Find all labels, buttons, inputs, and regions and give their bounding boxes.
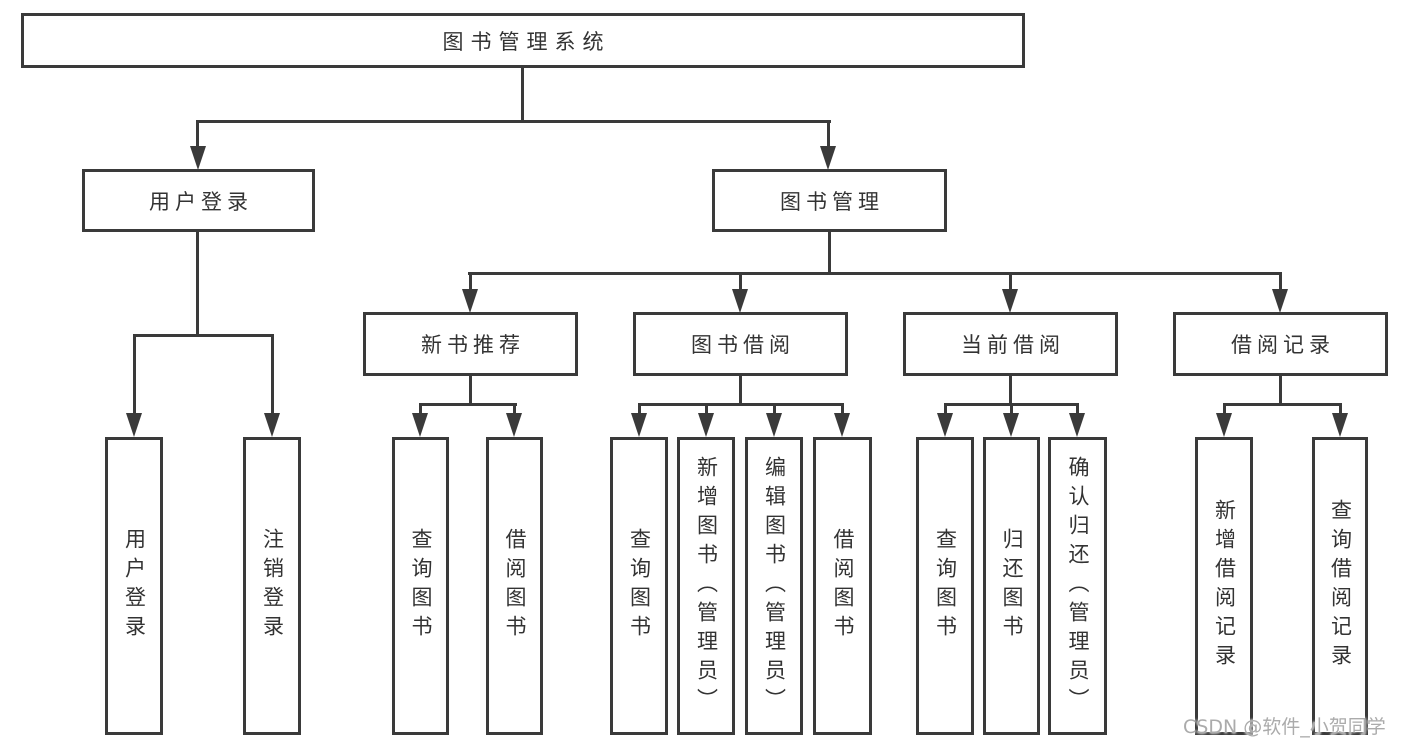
csdn-watermark: CSDN @软件_小贺同学 xyxy=(1183,716,1386,738)
connector-book-borrow-stem xyxy=(739,272,742,291)
arrow-down-icon xyxy=(1002,289,1018,313)
node-book-borrow-label: 图书借阅 xyxy=(691,333,795,357)
connector-leaf-stem xyxy=(1010,403,1013,417)
connector-book-mgmt-stem xyxy=(827,120,830,148)
node-book-management-label: 图书管理 xyxy=(780,189,884,214)
node-leaf-edit-books-admin-label: 编辑图书（管理员） xyxy=(762,455,787,717)
node-current-borrow-label: 当前借阅 xyxy=(961,333,1065,357)
node-leaf-query-books-borrow: 查询图书 xyxy=(610,437,668,735)
arrow-down-icon xyxy=(126,413,142,437)
connector-logout-leaf-stem xyxy=(271,334,274,414)
connector-book-borrow-hline xyxy=(638,403,844,406)
connector-login-leaf-stem xyxy=(133,334,136,414)
node-leaf-edit-books-admin: 编辑图书（管理员） xyxy=(745,437,803,735)
node-leaf-borrow-books-label: 借阅图书 xyxy=(831,528,855,644)
connector-leaf-stem xyxy=(419,403,422,417)
node-leaf-borrow-books: 借阅图书 xyxy=(813,437,872,735)
connector-new-book-stem xyxy=(469,272,472,291)
node-leaf-user-login: 用户登录 xyxy=(105,437,163,735)
node-book-borrow: 图书借阅 xyxy=(633,312,848,376)
connector-book-mgmt-down xyxy=(828,232,831,275)
node-leaf-query-borrow-record-label: 查询借阅记录 xyxy=(1328,499,1353,673)
arrow-down-icon xyxy=(766,413,782,437)
arrow-down-icon xyxy=(698,413,714,437)
connector-current-borrow-down xyxy=(1009,376,1012,406)
connector-user-login-down xyxy=(196,232,199,337)
node-leaf-query-books-current: 查询图书 xyxy=(916,437,974,735)
connector-leaf-stem xyxy=(1223,403,1226,417)
connector-leaf-stem xyxy=(773,403,776,417)
node-leaf-confirm-return-admin-label: 确认归还（管理员） xyxy=(1066,455,1090,717)
arrow-down-icon xyxy=(506,413,522,437)
node-leaf-confirm-return-admin: 确认归还（管理员） xyxy=(1048,437,1107,735)
connector-root-stem xyxy=(521,68,524,123)
arrow-down-icon xyxy=(631,413,647,437)
node-leaf-query-books-borrow-label: 查询图书 xyxy=(627,528,652,644)
connector-borrow-record-hline xyxy=(1223,403,1342,406)
arrow-down-icon xyxy=(1069,413,1085,437)
node-user-login-label: 用户登录 xyxy=(149,189,253,214)
node-leaf-return-books: 归还图书 xyxy=(983,437,1040,735)
arrow-down-icon xyxy=(732,289,748,313)
arrow-down-icon xyxy=(1216,413,1232,437)
arrow-down-icon xyxy=(462,289,478,313)
node-leaf-logout: 注销登录 xyxy=(243,437,301,735)
node-leaf-query-borrow-record: 查询借阅记录 xyxy=(1312,437,1368,735)
connector-borrow-record-down xyxy=(1279,376,1282,406)
node-root: 图书管理系统 xyxy=(21,13,1025,68)
connector-user-login-stem xyxy=(196,120,199,148)
node-leaf-query-books-current-label: 查询图书 xyxy=(933,528,958,644)
connector-leaf-stem xyxy=(1339,403,1342,417)
connector-level2-hline xyxy=(468,272,1282,275)
connector-leaf-stem xyxy=(1076,403,1079,417)
node-leaf-query-books-recommend: 查询图书 xyxy=(392,437,449,735)
connector-level1-hline xyxy=(196,120,831,123)
arrow-down-icon xyxy=(190,146,206,170)
node-leaf-return-books-label: 归还图书 xyxy=(1000,528,1024,644)
node-new-book-recommend-label: 新书推荐 xyxy=(421,333,525,357)
node-leaf-user-login-label: 用户登录 xyxy=(122,528,147,644)
connector-user-login-hline xyxy=(133,334,274,337)
node-leaf-borrow-books-recommend-label: 借阅图书 xyxy=(503,528,527,644)
connector-leaf-stem xyxy=(513,403,516,417)
node-leaf-borrow-books-recommend: 借阅图书 xyxy=(486,437,543,735)
node-current-borrow: 当前借阅 xyxy=(903,312,1118,376)
connector-borrow-record-stem xyxy=(1279,272,1282,291)
connector-new-book-down xyxy=(469,376,472,406)
node-book-management: 图书管理 xyxy=(712,169,947,232)
connector-leaf-stem xyxy=(705,403,708,417)
arrow-down-icon xyxy=(1272,289,1288,313)
node-user-login: 用户登录 xyxy=(82,169,315,232)
node-leaf-query-books-recommend-label: 查询图书 xyxy=(409,528,433,644)
arrow-down-icon xyxy=(1332,413,1348,437)
node-new-book-recommend: 新书推荐 xyxy=(363,312,578,376)
node-leaf-add-books-admin: 新增图书（管理员） xyxy=(677,437,735,735)
arrow-down-icon xyxy=(820,146,836,170)
node-leaf-add-borrow-record-label: 新增借阅记录 xyxy=(1212,499,1237,673)
node-leaf-add-books-admin-label: 新增图书（管理员） xyxy=(694,455,719,717)
node-borrow-records: 借阅记录 xyxy=(1173,312,1388,376)
arrow-down-icon xyxy=(834,413,850,437)
node-root-label: 图书管理系统 xyxy=(442,29,611,54)
arrow-down-icon xyxy=(412,413,428,437)
arrow-down-icon xyxy=(937,413,953,437)
connector-leaf-stem xyxy=(638,403,641,417)
connector-current-borrow-stem xyxy=(1009,272,1012,291)
connector-new-book-hline xyxy=(419,403,517,406)
arrow-down-icon xyxy=(264,413,280,437)
connector-leaf-stem xyxy=(841,403,844,417)
node-leaf-add-borrow-record: 新增借阅记录 xyxy=(1195,437,1253,735)
arrow-down-icon xyxy=(1003,413,1019,437)
node-borrow-records-label: 借阅记录 xyxy=(1231,333,1335,357)
node-leaf-logout-label: 注销登录 xyxy=(260,528,285,644)
connector-book-borrow-down xyxy=(739,376,742,406)
connector-leaf-stem xyxy=(944,403,947,417)
